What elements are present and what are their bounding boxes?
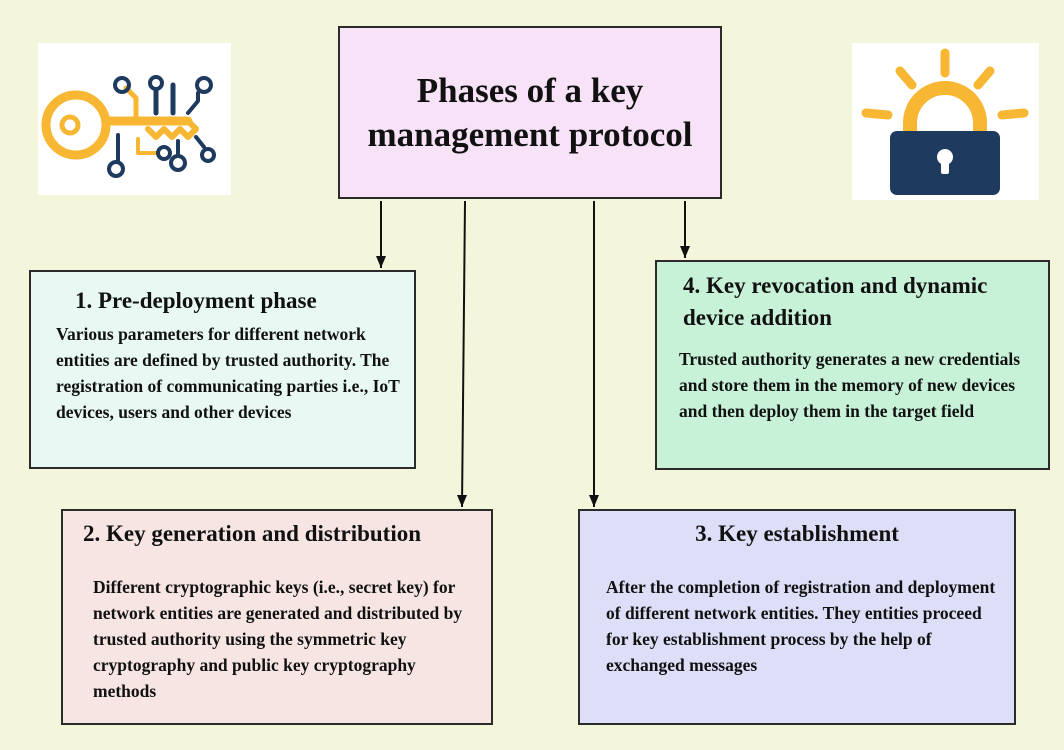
- phase-3-box: 3. Key establishment After the completio…: [578, 509, 1016, 725]
- phase-2-description: Different cryptographic keys (i.e., secr…: [93, 577, 463, 701]
- phase-3-description: After the completion of registration and…: [606, 577, 996, 675]
- padlock-icon: [861, 48, 1029, 195]
- phase-1-box: 1. Pre-deployment phase Various paramete…: [29, 270, 416, 469]
- phase-1-title: 1. Pre-deployment phase: [75, 288, 317, 313]
- diagram-title: Phases of a key management protocol: [338, 26, 722, 199]
- circuit-key-logo: [38, 43, 231, 195]
- phase-4-title: 4. Key revocation and dynamic device add…: [683, 273, 988, 330]
- padlock-logo: [852, 43, 1039, 200]
- phase-4-box: 4. Key revocation and dynamic device add…: [655, 260, 1050, 470]
- arrowhead-phase-2: [457, 495, 467, 507]
- phase-3-title: 3. Key establishment: [695, 521, 899, 546]
- arrow-to-phase-2: [461, 200, 466, 508]
- phase-2-box: 2. Key generation and distribution Diffe…: [61, 509, 493, 725]
- circuit-key-icon: [41, 75, 216, 178]
- arrowhead-phase-3: [589, 495, 599, 507]
- arrowhead-phase-4: [680, 246, 690, 258]
- arrowhead-phase-1: [376, 256, 386, 268]
- phase-4-description: Trusted authority generates a new creden…: [679, 349, 1021, 421]
- phase-2-title: 2. Key generation and distribution: [83, 521, 422, 546]
- phase-1-description: Various parameters for different network…: [56, 324, 400, 422]
